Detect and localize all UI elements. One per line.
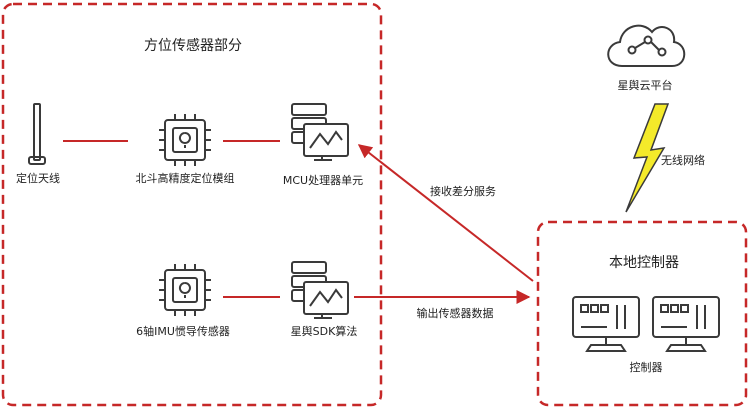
receive-service-label: 接收差分服务 bbox=[430, 185, 496, 198]
server-monitor-icon bbox=[291, 261, 349, 319]
cloud-platform-label: 星舆云平台 bbox=[617, 79, 673, 92]
sdk-label: 星舆SDK算法 bbox=[290, 325, 358, 338]
chip-icon bbox=[159, 114, 211, 166]
chip-icon bbox=[159, 264, 211, 316]
sensor-group-box bbox=[1, 2, 383, 407]
lightning-icon bbox=[625, 103, 670, 213]
antenna-label: 定位天线 bbox=[16, 172, 60, 185]
antenna-icon bbox=[28, 103, 46, 165]
controller-label: 控制器 bbox=[629, 361, 663, 374]
cloud-icon bbox=[607, 24, 686, 67]
output-data-label: 输出传感器数据 bbox=[416, 307, 494, 320]
local-controller-title: 本地控制器 bbox=[609, 255, 679, 271]
controller-monitor-icon bbox=[572, 296, 640, 352]
local-controller-box bbox=[536, 220, 748, 407]
controller-monitor-icon bbox=[652, 296, 720, 352]
wireless-label: 无线网络 bbox=[661, 154, 705, 167]
mcu-label: MCU处理器单元 bbox=[282, 174, 364, 187]
sensor-group-title: 方位传感器部分 bbox=[144, 38, 242, 54]
imu-label: 6轴IMU惯导传感器 bbox=[136, 325, 230, 338]
gnss-module-label: 北斗高精度定位模组 bbox=[135, 172, 235, 185]
server-monitor-icon bbox=[291, 103, 349, 161]
receive-service-arrow bbox=[357, 144, 534, 282]
